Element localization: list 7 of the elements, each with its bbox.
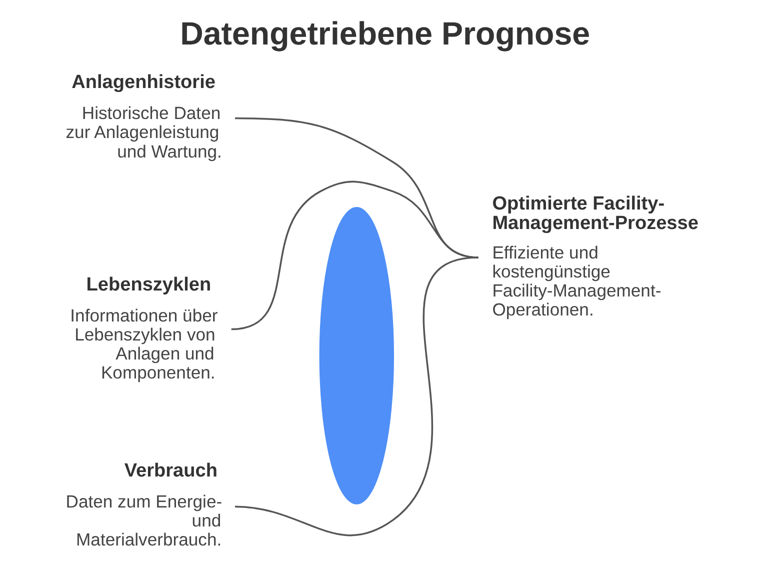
node-ellipse bbox=[319, 206, 394, 504]
node-text: Verbrauch Daten zum Energie- und Materialverbrauch. bbox=[66, 460, 222, 550]
connector bbox=[234, 256, 478, 536]
node-text: Lebenszyklen Informationen über Lebenszyklen von Anlagen und Komponenten. bbox=[70, 274, 218, 383]
node-text: Anlagenhistorie Historische Daten zur Anlagenleistung und Wartung. bbox=[66, 72, 222, 162]
diagram-title: Datengetriebene Prognose bbox=[180, 15, 590, 52]
node-text: Optimierte Facility-Management-Prozesse Effiziente und kostengünstige Facility-Management-Operationen. bbox=[492, 194, 698, 320]
